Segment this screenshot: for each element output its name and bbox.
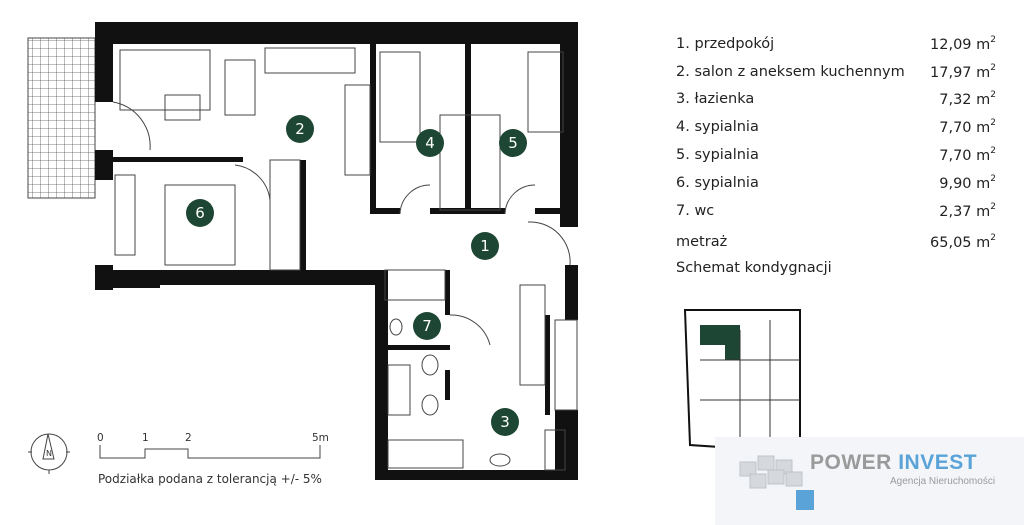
- scale-tick: 5m: [312, 432, 329, 444]
- room-marker-3: 3: [491, 408, 519, 436]
- room-name: 5. sypialnia: [676, 147, 759, 164]
- unit-sup: 2: [990, 118, 996, 129]
- compass-icon: [28, 433, 70, 474]
- room-name: 3. łazienka: [676, 91, 755, 108]
- total-row: metraż 65,05 m2: [676, 229, 996, 257]
- brand-word-power: POWER: [810, 451, 892, 474]
- room-area: 2,37 m: [939, 203, 991, 220]
- room-marker-6: 6: [186, 199, 214, 227]
- scale-caption: Podziałka podana z tolerancją +/- 5%: [98, 472, 322, 486]
- room-marker-1: 1: [471, 232, 499, 260]
- walls: [95, 22, 578, 480]
- unit-sup: 2: [990, 233, 996, 244]
- minimap: [683, 309, 801, 452]
- room-name: 6. sypialnia: [676, 174, 759, 191]
- room-area: 7,32 m: [939, 92, 991, 109]
- room-marker-5: 5: [499, 129, 527, 157]
- unit-sup: 2: [990, 146, 996, 157]
- compass-label: N: [46, 449, 52, 458]
- brand-subtitle: Agencja Nieruchomości: [890, 476, 996, 487]
- room-area: 17,97 m: [930, 64, 991, 81]
- scale-tick: 0: [97, 432, 104, 444]
- room-area: 12,09 m: [930, 36, 991, 53]
- scale-bar: [99, 445, 321, 459]
- room-area: 7,70 m: [939, 148, 991, 165]
- unit-sup: 2: [990, 173, 996, 184]
- total-area: 65,05 m: [930, 235, 991, 252]
- scale-tick: 2: [185, 432, 192, 444]
- legend-row: 1. przedpokój 12,09 m2: [676, 30, 996, 58]
- room-area: 7,70 m: [939, 120, 991, 137]
- agency-logo: POWER INVEST Agencja Nieruchomości: [715, 437, 1024, 525]
- room-marker-2: 2: [286, 115, 314, 143]
- balcony: [27, 37, 96, 199]
- scale-tick: 1: [142, 432, 149, 444]
- unit-sup: 2: [990, 90, 996, 101]
- room-marker-4: 4: [416, 129, 444, 157]
- legend-row: 2. salon z aneksem kuchennym 17,97 m2: [676, 58, 996, 86]
- legend-row: 4. sypialnia 7,70 m2: [676, 113, 996, 141]
- room-name: 4. sypialnia: [676, 119, 759, 136]
- legend-row: 3. łazienka 7,32 m2: [676, 86, 996, 114]
- room-name: 2. salon z aneksem kuchennym: [676, 63, 905, 80]
- room-name: 7. wc: [676, 202, 715, 219]
- unit-sup: 2: [990, 62, 996, 73]
- room-name: 1. przedpokój: [676, 35, 775, 52]
- unit-sup: 2: [990, 34, 996, 45]
- brand-word-invest: INVEST: [898, 451, 978, 474]
- total-label: metraż: [676, 234, 728, 251]
- brand-name: POWER INVEST: [810, 451, 977, 475]
- schema-label: Schemat kondygnacji: [676, 260, 832, 277]
- room-area: 9,90 m: [939, 175, 991, 192]
- room-marker-7: 7: [413, 312, 441, 340]
- cubes-logo-icon: [739, 455, 814, 510]
- legend-row: 6. sypialnia 9,90 m2: [676, 169, 996, 197]
- legend-row: 5. sypialnia 7,70 m2: [676, 141, 996, 169]
- legend-row: 7. wc 2,37 m2: [676, 197, 996, 225]
- unit-sup: 2: [990, 201, 996, 212]
- furniture: [112, 47, 578, 471]
